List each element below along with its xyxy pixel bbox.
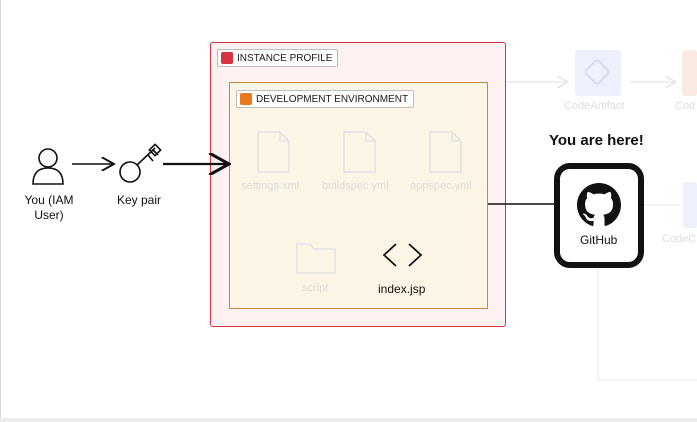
file-label-appspec: appspec.yml xyxy=(410,180,472,192)
service-label-cut-top: Cod xyxy=(675,100,696,112)
index-jsp-label: index.jsp xyxy=(378,282,426,296)
file-icon-buildspec xyxy=(343,131,376,173)
canvas-bottom-edge xyxy=(0,418,697,422)
github-highlight-frame[interactable] xyxy=(554,163,644,268)
codeartifact-icon xyxy=(575,50,621,96)
file-label-settings: settings.xml xyxy=(241,180,300,192)
file-icon-settings xyxy=(257,131,290,173)
user-label: You (IAM User) xyxy=(24,193,74,222)
you-are-here-heading: You are here! xyxy=(549,132,644,149)
service-icon-cut-mid xyxy=(683,182,697,228)
instance-profile-label: INSTANCE PROFILE xyxy=(237,52,333,64)
key-icon xyxy=(119,143,162,183)
github-icon xyxy=(577,183,621,226)
development-environment-tag: DEVELOPMENT ENVIRONMENT xyxy=(236,90,415,108)
development-environment-label: DEVELOPMENT ENVIRONMENT xyxy=(256,93,409,105)
file-icon-appspec xyxy=(429,131,462,173)
dev-environment-icon xyxy=(240,93,252,105)
codeartifact-label: CodeArtifact xyxy=(564,100,625,112)
github-label: GitHub xyxy=(580,233,618,247)
folder-label: script xyxy=(302,282,329,294)
instance-profile-tag: INSTANCE PROFILE xyxy=(217,49,339,67)
file-label-buildspec: buildspec.yml xyxy=(322,180,389,192)
folder-icon xyxy=(296,243,336,274)
service-label-cut-mid: CodeC xyxy=(662,233,697,245)
user-icon xyxy=(32,148,64,185)
instance-profile-icon xyxy=(221,52,233,64)
key-pair-label: Key pair xyxy=(117,193,162,207)
canvas-edge xyxy=(0,0,1,422)
development-environment-box xyxy=(229,82,488,309)
code-icon xyxy=(382,243,423,267)
service-icon-cut-top xyxy=(682,50,697,96)
